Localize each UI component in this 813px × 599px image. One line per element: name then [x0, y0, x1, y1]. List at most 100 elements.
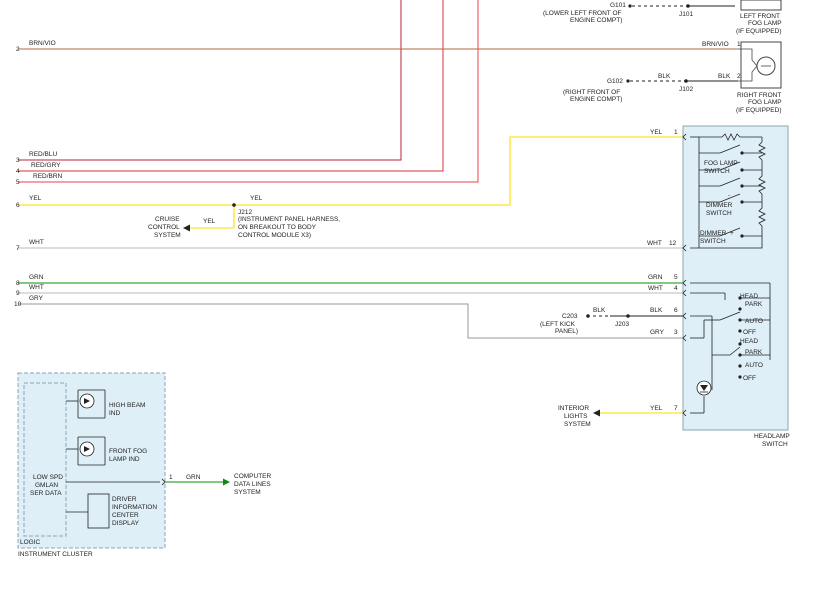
pin-9: 9 — [16, 290, 20, 297]
brn-vio-right-label: BRN/VIO — [702, 41, 729, 48]
g101-ground — [628, 4, 735, 8]
hs-wht-4: WHT — [648, 285, 663, 292]
c203-ground — [586, 314, 590, 318]
wire-red-brn — [18, 0, 479, 183]
pin-4: 4 — [16, 168, 20, 175]
j212-splice — [232, 203, 236, 207]
cluster-internal-lines — [66, 389, 160, 529]
c203-desc-1: (LEFT KICK — [540, 321, 576, 328]
lf-fog-2: FOG LAMP — [748, 20, 782, 27]
head-park-switches — [690, 282, 771, 414]
rf-fog-3: (IF EQUIPPED) — [736, 107, 782, 114]
hs-pin-1: 1 — [674, 129, 678, 136]
dimmer-minus-1: DIMMER — [706, 202, 733, 209]
yel-left-label: YEL — [29, 195, 42, 202]
wht2-left-label: WHT — [29, 284, 44, 291]
interior-arrow — [593, 409, 600, 417]
wht-left-label: WHT — [29, 239, 44, 246]
hs-pin-6: 6 — [674, 307, 678, 314]
hs-grn-5: GRN — [648, 274, 663, 281]
grn-left-label: GRN — [29, 274, 44, 281]
yel-j212-label: YEL — [250, 195, 263, 202]
lf-fog-1: LEFT FRONT — [740, 13, 780, 20]
fog-lamp-sw-1: FOG LAMP — [704, 160, 738, 167]
j212-label: J212 — [238, 209, 252, 216]
logic-box — [23, 382, 67, 537]
hs-blk-6: BLK — [650, 307, 663, 314]
j212-desc-1: (INSTRUMENT PANEL HARNESS, — [238, 216, 340, 223]
off-2: OFF — [743, 375, 756, 382]
cruise-arrow — [183, 224, 190, 232]
front-fog-1: FRONT FOG — [109, 448, 147, 455]
low-spd-3: SER DATA — [30, 490, 62, 497]
wire-red-blu — [18, 0, 402, 161]
hs-pin-7: 7 — [674, 405, 678, 412]
grn-data-label: GRN — [186, 474, 201, 481]
dimmer-plus-2: SWITCH — [700, 238, 726, 245]
high-beam-2: IND — [109, 410, 121, 417]
auto-2: AUTO — [745, 362, 763, 369]
low-spd-2: GMLAN — [35, 482, 58, 489]
pin-10: 10 — [14, 301, 22, 308]
red-wires — [18, 0, 479, 183]
g102-ground — [626, 79, 738, 83]
rf-fog-1: RIGHT FRONT — [737, 92, 781, 99]
front-fog-2: LAMP IND — [109, 456, 140, 463]
pin-6: 6 — [16, 202, 20, 209]
j212-desc-3: CONTROL MODULE X3) — [238, 232, 311, 239]
j102-label: J102 — [679, 86, 693, 93]
cruise-1: CRUISE — [155, 216, 180, 223]
wire-gry-10 — [18, 303, 683, 339]
yel-cruise-label: YEL — [203, 218, 216, 225]
wire-yel-6 — [18, 136, 683, 206]
cruise-3: SYSTEM — [154, 232, 181, 239]
dimmer-plus-1: DIMMER — [700, 230, 727, 237]
pin-3: 3 — [16, 157, 20, 164]
hs-gry-3: GRY — [650, 329, 665, 336]
park-2: PARK — [745, 349, 763, 356]
cruise-2: CONTROL — [148, 224, 180, 231]
auto-1: AUTO — [745, 318, 763, 325]
j212-desc-2: ON BREAKOUT TO BODY — [238, 224, 317, 231]
headlamp-switch-box — [682, 125, 789, 431]
hs-pin-4: 4 — [674, 285, 678, 292]
pin-2: 2 — [16, 46, 20, 53]
high-beam-1: HIGH BEAM — [109, 402, 145, 409]
g102-desc-2: ENGINE COMPT) — [570, 96, 622, 103]
dic-3: CENTER — [112, 512, 139, 519]
g102-desc-1: (RIGHT FRONT OF — [563, 89, 620, 96]
headlamp-connector-chevrons — [682, 133, 687, 417]
g101-label: G101 — [610, 2, 626, 9]
j101-label: J101 — [679, 11, 693, 18]
dic-1: DRIVER — [112, 496, 137, 503]
off-1: OFF — [743, 329, 756, 336]
red-gry-label: RED/GRY — [31, 162, 61, 169]
pin-7: 7 — [16, 245, 20, 252]
rf-fog-2: FOG LAMP — [748, 99, 782, 106]
hs-yel-1: YEL — [650, 129, 663, 136]
blk-g102-label: BLK — [658, 73, 671, 80]
hs-wht-12: WHT — [647, 240, 662, 247]
fog-lamp-sw-2: SWITCH — [704, 168, 730, 175]
g101-desc-2: ENGINE COMPT) — [570, 17, 622, 24]
head-2: HEAD — [740, 338, 758, 345]
pin-8: 8 — [16, 280, 20, 287]
gry-left-label: GRY — [29, 295, 44, 302]
cluster-pin-1: 1 — [169, 474, 173, 481]
blk-c203-label: BLK — [593, 307, 606, 314]
dimmer-minus-2: SWITCH — [706, 210, 732, 217]
hs-pin-5: 5 — [674, 274, 678, 281]
dic-2: INFORMATION — [112, 504, 157, 511]
hs-pin-12: 12 — [669, 240, 677, 247]
j203-splice — [626, 314, 630, 318]
computer-3: SYSTEM — [234, 489, 261, 496]
yel-interior-label: YEL — [650, 405, 663, 412]
headlamp-title-2: SWITCH — [762, 441, 788, 448]
c203-label: C203 — [562, 313, 578, 320]
lf-fog-3: (IF EQUIPPED) — [736, 28, 782, 35]
cluster-title: INSTRUMENT CLUSTER — [18, 551, 93, 558]
dimmer-plus-sign: + — [730, 230, 734, 237]
j203-label: J203 — [615, 321, 629, 328]
hs-pin-3: 3 — [674, 329, 678, 336]
